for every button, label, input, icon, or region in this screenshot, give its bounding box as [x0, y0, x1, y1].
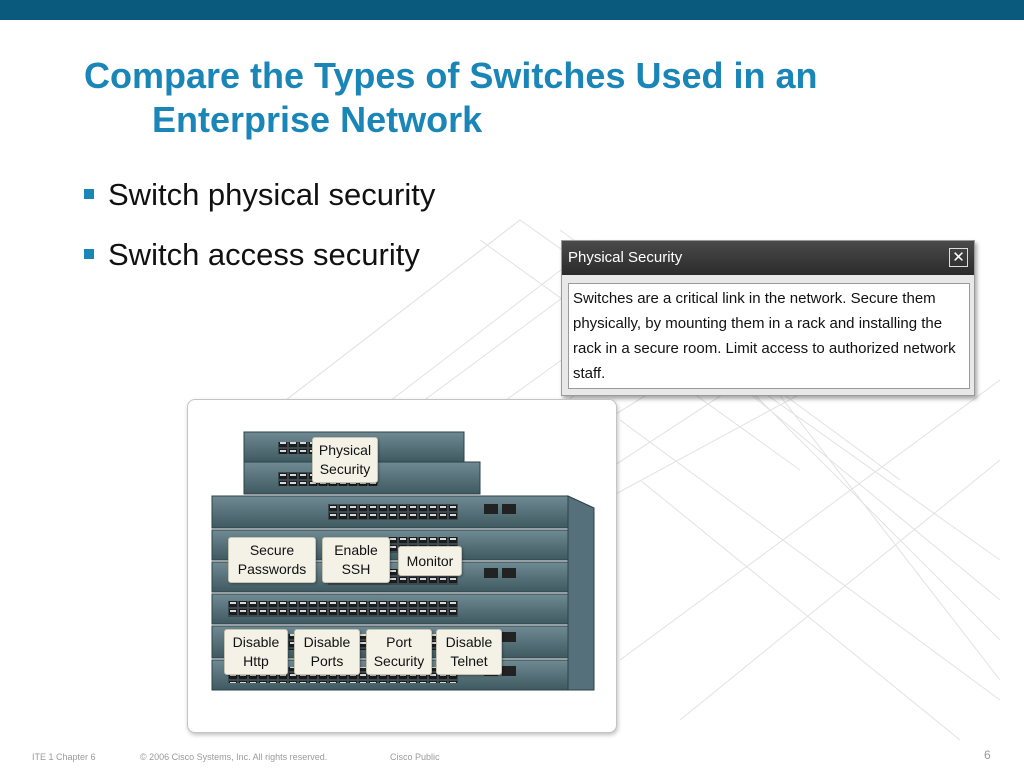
bullet-item: Switch physical security	[84, 172, 435, 232]
title-line-2: Enterprise Network	[152, 99, 483, 140]
title-line-1: Compare the Types of Switches Used in an	[84, 55, 818, 96]
page-number: 6	[984, 748, 991, 762]
footer-classification: Cisco Public	[390, 752, 440, 762]
slide-title: Compare the Types of Switches Used in an…	[84, 54, 984, 142]
diagram-label: Monitor	[398, 546, 462, 576]
popup-body-text: Switches are a critical link in the netw…	[568, 283, 970, 389]
bullet-text: Switch access security	[108, 237, 420, 272]
square-bullet-icon	[84, 249, 94, 259]
footer-copyright: © 2006 Cisco Systems, Inc. All rights re…	[140, 752, 328, 762]
popup-header: Physical Security ✕	[562, 241, 974, 275]
top-bar	[0, 0, 1024, 20]
square-bullet-icon	[84, 189, 94, 199]
bullet-item: Switch access security	[84, 232, 435, 292]
footer-course: ITE 1 Chapter 6	[32, 752, 96, 762]
close-icon[interactable]: ✕	[949, 248, 968, 267]
popup-title: Physical Security	[568, 249, 683, 266]
bullet-list: Switch physical security Switch access s…	[84, 172, 435, 292]
physical-security-popup: Physical Security ✕ Switches are a criti…	[561, 240, 975, 396]
bullet-text: Switch physical security	[108, 177, 436, 212]
